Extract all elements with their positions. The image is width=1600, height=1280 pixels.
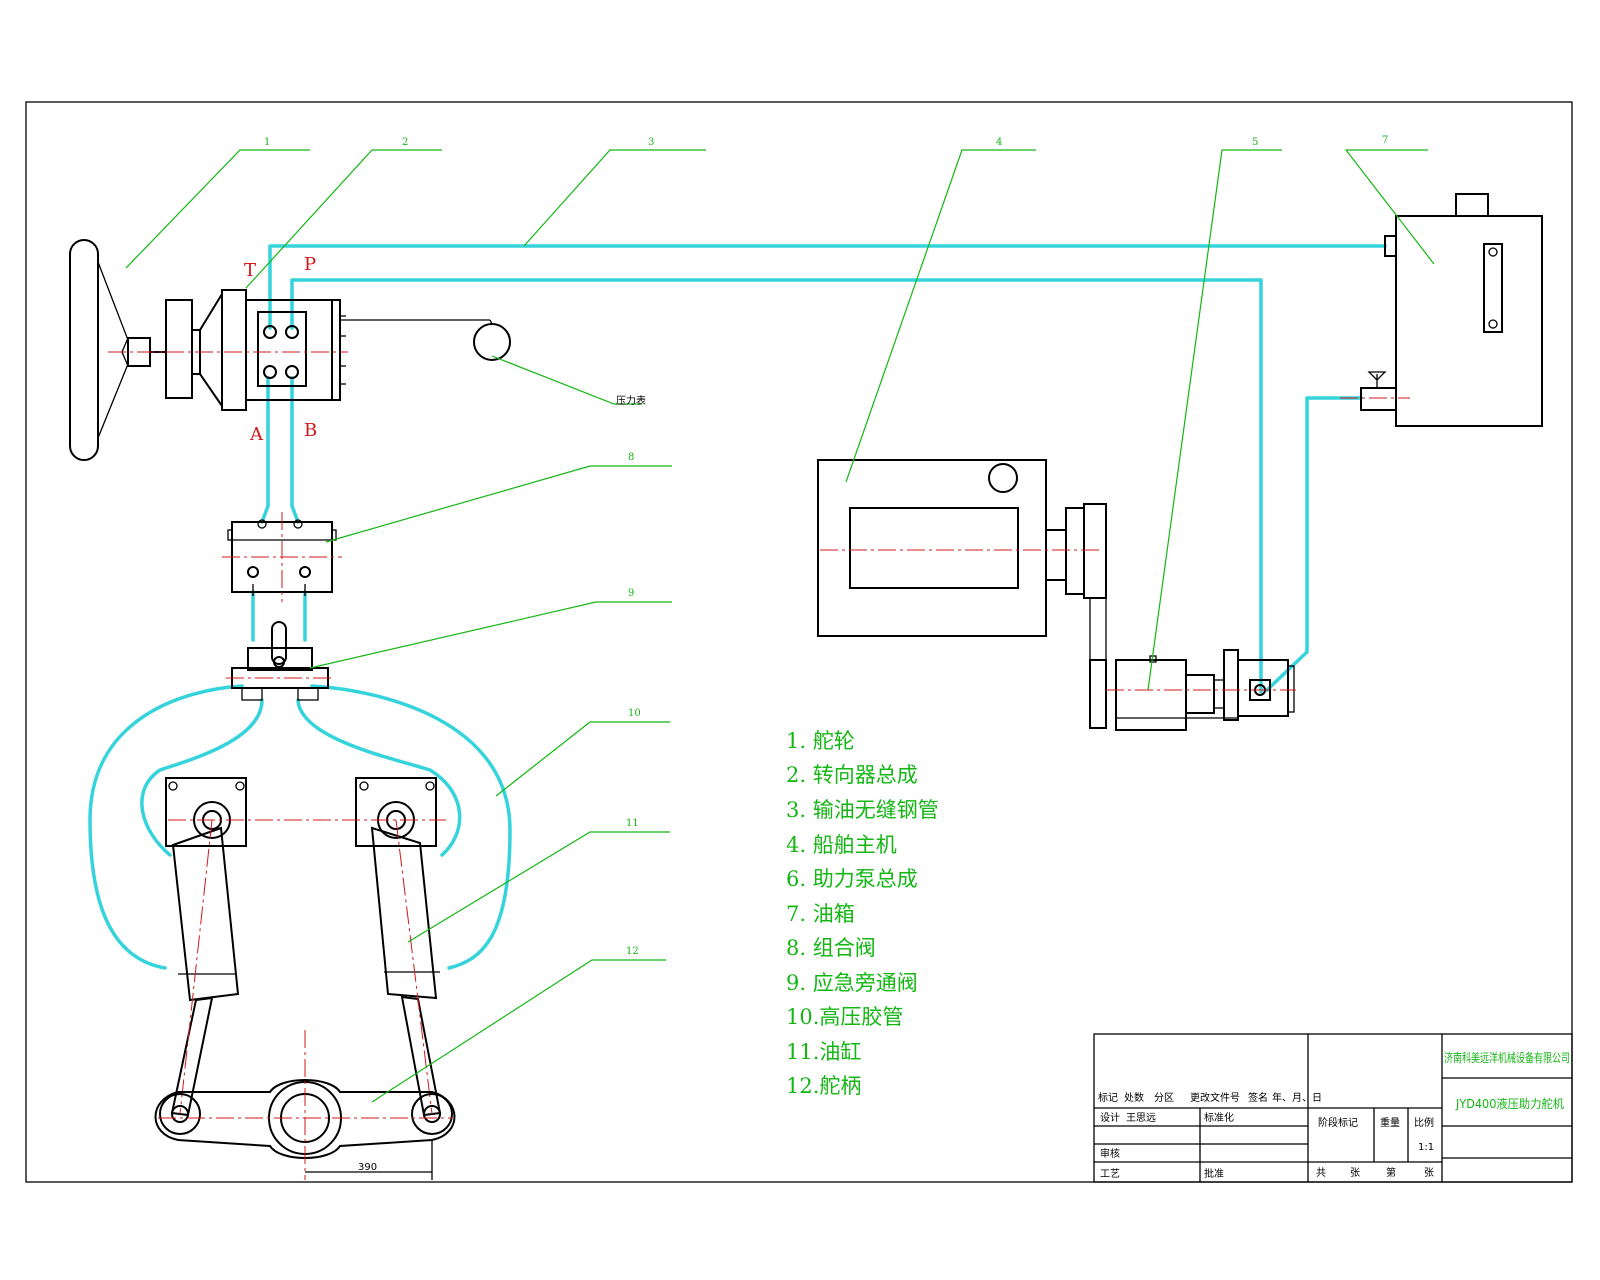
cylinder-right [355, 777, 442, 1117]
tb-scale-value: 1:1 [1418, 1142, 1434, 1153]
leader-lines [125, 149, 1435, 1103]
tb-header-cell: 处数 [1124, 1091, 1144, 1104]
legend-item: 10.高压胶管 [786, 1005, 903, 1029]
callout-12: 12 [626, 946, 639, 957]
drawing-frame [25, 101, 1573, 1183]
legend-item: 2. 转向器总成 [786, 763, 918, 787]
legend-item: 11.油缸 [786, 1040, 861, 1064]
tb-weight: 重量 [1380, 1116, 1400, 1129]
legend-item: 6. 助力泵总成 [786, 867, 918, 891]
pipes [88, 244, 1387, 970]
combined-valve [222, 512, 342, 602]
cylinder-left [165, 777, 247, 1117]
tiller-dimension: 390 [358, 1162, 377, 1173]
port-b-label: B [304, 420, 317, 441]
tb-scale: 比例 [1414, 1116, 1434, 1129]
legend-item: 9. 应急旁通阀 [786, 971, 918, 995]
steering-gear [108, 289, 511, 411]
tb-header-cell: 更改文件号 [1190, 1091, 1240, 1104]
tb-drawing-name: JYD400液压助力舵机 [1455, 1096, 1564, 1111]
title-block: 标记 处数 分区 更改文件号 签名 年、月、日 设计 王思远 标准化 审核 工艺… [1093, 1033, 1573, 1183]
tb-company: 济南科美远洋机械设备有限公司 [1444, 1050, 1570, 1065]
tb-stage-mark: 阶段标记 [1318, 1116, 1358, 1129]
callout-9: 9 [628, 588, 634, 599]
legend-item: 3. 输油无缝钢管 [786, 798, 939, 822]
callout-5: 5 [1252, 137, 1258, 148]
port-p-label: P [304, 254, 316, 275]
tb-standardize: 标准化 [1204, 1111, 1234, 1124]
tb-header-cell: 签名 [1248, 1091, 1268, 1104]
tb-header-cell: 分区 [1154, 1092, 1174, 1104]
legend-item: 4. 船舶主机 [786, 833, 897, 857]
tb-header-cell: 标记 [1098, 1092, 1118, 1104]
tb-sheet-cell: 张 [1424, 1167, 1434, 1179]
tb-process: 工艺 [1100, 1168, 1120, 1180]
legend: 1. 舵轮 2. 转向器总成 3. 输油无缝钢管 4. 船舶主机 6. 助力泵总… [786, 729, 939, 1098]
tb-design: 设计 [1100, 1111, 1120, 1124]
legend-item: 7. 油箱 [786, 902, 855, 926]
tb-sheet-cell: 第 [1386, 1166, 1396, 1179]
callout-1: 1 [264, 137, 270, 148]
callout-8: 8 [628, 452, 634, 463]
callout-3: 3 [648, 137, 654, 148]
boost-pump [1106, 649, 1296, 731]
callout-11: 11 [626, 818, 639, 829]
legend-item: 8. 组合阀 [786, 936, 876, 960]
tb-sheet-cell: 张 [1350, 1167, 1360, 1179]
tb-review: 审核 [1100, 1147, 1120, 1160]
oil-tank [1340, 193, 1543, 427]
port-t-label: T [244, 260, 256, 281]
marine-engine [817, 459, 1107, 729]
tb-sheet-cell: 共 [1316, 1167, 1326, 1179]
callout-10: 10 [628, 708, 641, 719]
callout-7: 7 [1382, 135, 1388, 146]
tb-approve: 批准 [1204, 1167, 1224, 1180]
steering-wheel [69, 239, 166, 461]
tb-design-name: 王思远 [1126, 1112, 1156, 1124]
legend-item: 12.舵柄 [786, 1074, 861, 1098]
tb-header-cell: 年、月、日 [1272, 1091, 1322, 1104]
bypass-valve [226, 621, 334, 701]
callout-4: 4 [996, 137, 1002, 148]
legend-item: 1. 舵轮 [786, 729, 855, 753]
gauge-label: 压力表 [616, 394, 646, 407]
port-a-label: A [249, 424, 264, 445]
tiller: 390 [154, 1030, 456, 1180]
callout-2: 2 [402, 137, 408, 148]
